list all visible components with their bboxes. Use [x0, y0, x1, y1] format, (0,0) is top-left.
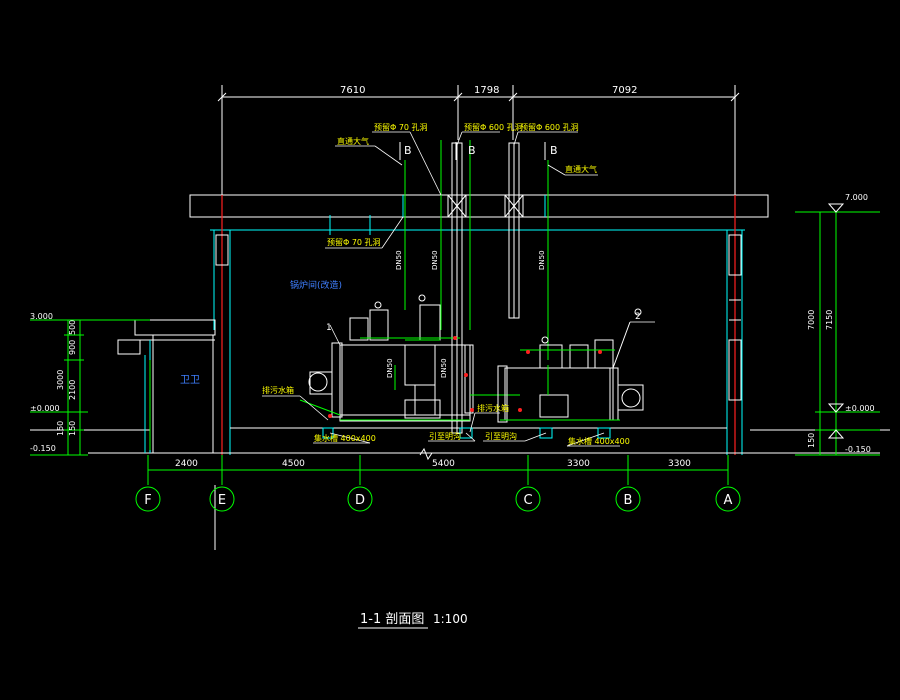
bottom-dim-5: 3300: [668, 459, 691, 469]
left-level-mid: ±0.000: [30, 404, 60, 413]
pipe-dn-c: DN50: [538, 250, 546, 270]
left-level-bottom: -0.150: [30, 444, 56, 453]
left-level-top: 3.000: [30, 312, 53, 321]
boiler-right-red-valves: [518, 350, 602, 412]
right-dim-7000: 7000: [807, 310, 816, 330]
opening-c-label: 预留Φ 600 孔洞: [520, 122, 579, 132]
bottom-dim-3: 5400: [432, 459, 455, 469]
right-dim-7150: 7150: [825, 310, 834, 330]
right-level-dims: [795, 203, 880, 456]
left-dim-900: 900: [68, 340, 77, 355]
annotation-leaders: [262, 131, 655, 447]
vent-pipes: [329, 140, 549, 360]
vent-left-label: 直通大气: [337, 136, 369, 146]
top-dim-1: 7610: [340, 85, 365, 96]
section-markers: [399, 142, 546, 160]
bottom-dim-1: 2400: [175, 459, 198, 469]
boiler-dn-b: DN50: [440, 358, 448, 378]
room-label: 锅炉间(改造): [290, 279, 342, 291]
axis-D: D: [355, 493, 365, 508]
left-dim-2100: 2100: [68, 380, 77, 400]
column-lines: [221, 195, 736, 455]
right-level-mid: ±0.000: [845, 404, 875, 413]
boiler-dn-a: DN50: [386, 358, 394, 378]
axis-bubbles: [135, 486, 741, 512]
trench-a-label: 引至明沟: [429, 431, 461, 441]
sewage-right-label: 排污水箱: [477, 403, 509, 413]
left-annex: [117, 319, 216, 454]
opening-a-label: 预留Φ 70 孔洞: [374, 122, 428, 132]
boiler-left: [308, 294, 474, 422]
side-room-label: 卫卫: [180, 375, 200, 386]
left-dim-500: 500: [68, 320, 77, 335]
drawing-scale: 1:100: [433, 612, 468, 626]
sump-left-label: 集水槽 400x400: [314, 433, 376, 443]
flue-stacks: [447, 142, 524, 434]
right-level-bottom: -0.150: [845, 445, 871, 454]
opening-d-label: 预留Φ 70 孔洞: [327, 237, 381, 247]
left-dim-3000: 3000: [56, 370, 65, 390]
axis-B: B: [624, 493, 633, 508]
pipe-dn-b: DN50: [431, 250, 439, 270]
bottom-dim-4: 3300: [567, 459, 590, 469]
boiler-left-red-valves: [328, 336, 474, 418]
sump-right-label: 集水槽 400x400: [568, 436, 630, 446]
sump-pits: [322, 427, 611, 439]
marker-2: 2: [635, 312, 641, 322]
boiler-left-pipes: [299, 337, 520, 421]
roof-slab: [189, 194, 769, 231]
boiler-right: [497, 308, 644, 423]
pipe-dn-a: DN50: [395, 250, 403, 270]
top-dim-2: 1798: [474, 85, 499, 96]
opening-b-label: 预留Φ 600 孔洞: [464, 122, 523, 132]
bottom-dim-2: 4500: [282, 459, 305, 469]
left-level-dims: [30, 319, 150, 456]
b-tag-mid: B: [468, 144, 476, 157]
left-dim-150: 150: [56, 421, 65, 436]
b-tag-left: B: [404, 144, 412, 157]
axis-E: E: [218, 493, 226, 508]
boiler-right-pipes: [500, 349, 620, 421]
right-dim-150: 150: [807, 433, 816, 448]
walls: [213, 230, 743, 455]
axis-A: A: [724, 493, 733, 508]
top-dimension-group: [217, 85, 740, 197]
right-level-top: 7.000: [845, 193, 868, 202]
vent-right-label: 直通大气: [565, 164, 597, 174]
trench-b-label: 引至明沟: [485, 431, 517, 441]
sewage-left-label: 排污水箱: [262, 385, 294, 395]
top-dim-3: 7092: [612, 85, 637, 96]
axis-F: F: [144, 493, 151, 508]
b-tag-right: B: [550, 144, 558, 157]
left-dim-150b: 150: [68, 421, 77, 436]
marker-1: 1: [326, 323, 332, 333]
bottom-dimension-group: [147, 455, 729, 550]
drawing-title: 1-1 剖面图: [360, 612, 424, 627]
axis-C: C: [523, 493, 532, 508]
